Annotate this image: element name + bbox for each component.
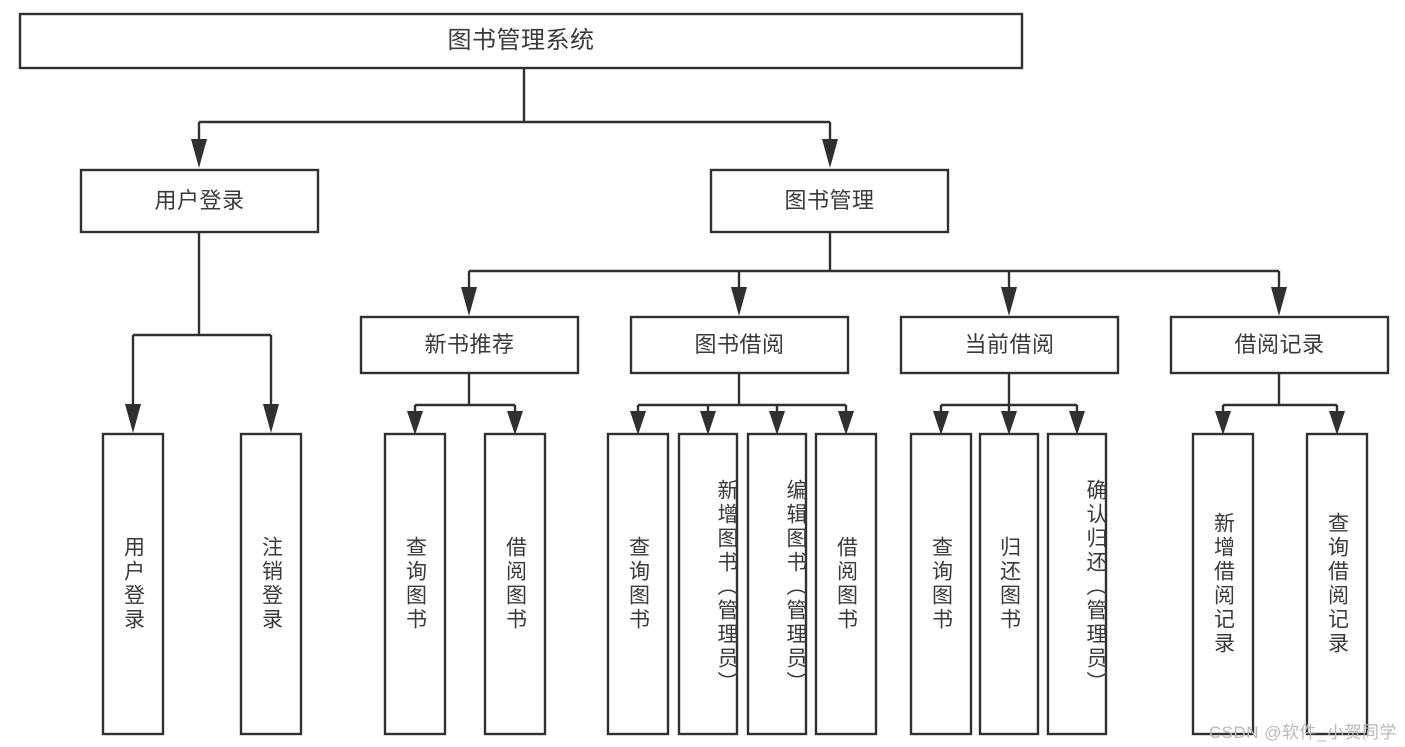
node-box-leaf-borrow-book-2[interactable] xyxy=(814,432,878,736)
arrow-head-leaf-query-book-2 xyxy=(630,411,646,435)
arrow-head-user-login xyxy=(191,139,207,168)
node-box-leaf-user-logout[interactable] xyxy=(239,432,303,736)
arrow-head-book-manage xyxy=(822,139,838,168)
node-box-root[interactable] xyxy=(18,12,1024,70)
arrow-head-leaf-return-book xyxy=(1001,411,1017,435)
node-box-current-borrow[interactable] xyxy=(899,315,1120,375)
node-box-user-login[interactable] xyxy=(79,168,320,234)
arrow-head-leaf-confirm-return xyxy=(1069,411,1085,435)
arrow-head-new-book-recommend xyxy=(461,287,477,316)
arrow-head-leaf-query-book-3 xyxy=(933,411,949,435)
node-box-leaf-user-login[interactable] xyxy=(101,432,165,736)
node-box-new-book-recommend[interactable] xyxy=(359,315,580,375)
arrow-head-leaf-query-record xyxy=(1329,411,1345,435)
arrow-head-leaf-query-book-1 xyxy=(407,411,423,435)
node-box-leaf-query-record[interactable] xyxy=(1305,432,1369,736)
node-box-leaf-query-book-1[interactable] xyxy=(383,432,447,736)
arrow-head-leaf-edit-book xyxy=(769,411,785,435)
arrow-head-current-borrow xyxy=(1001,287,1017,316)
node-box-book-borrow[interactable] xyxy=(629,315,850,375)
node-box-borrow-record[interactable] xyxy=(1169,315,1390,375)
node-box-leaf-confirm-return[interactable] xyxy=(1046,432,1108,736)
arrow-head-leaf-borrow-book-1 xyxy=(507,411,523,435)
arrow-head-leaf-add-book xyxy=(700,411,716,435)
node-box-leaf-add-book[interactable] xyxy=(677,432,739,736)
arrow-head-leaf-add-record xyxy=(1215,411,1231,435)
node-box-leaf-query-book-2[interactable] xyxy=(606,432,670,736)
csdn-watermark: CSDN @软件_小贺同学 xyxy=(1208,723,1397,742)
arrow-head-book-borrow xyxy=(731,287,747,316)
node-box-leaf-borrow-book-1[interactable] xyxy=(483,432,547,736)
node-box-leaf-query-book-3[interactable] xyxy=(909,432,973,736)
arrow-head-leaf-borrow-book-2 xyxy=(838,411,854,435)
arrow-head-borrow-record xyxy=(1271,287,1287,316)
node-box-book-manage[interactable] xyxy=(709,168,950,234)
node-box-leaf-add-record[interactable] xyxy=(1191,432,1255,736)
arrow-head-leaf-user-login xyxy=(125,404,141,433)
arrow-head-leaf-user-logout xyxy=(263,404,279,433)
node-box-leaf-edit-book[interactable] xyxy=(746,432,808,736)
node-box-leaf-return-book[interactable] xyxy=(978,432,1040,736)
